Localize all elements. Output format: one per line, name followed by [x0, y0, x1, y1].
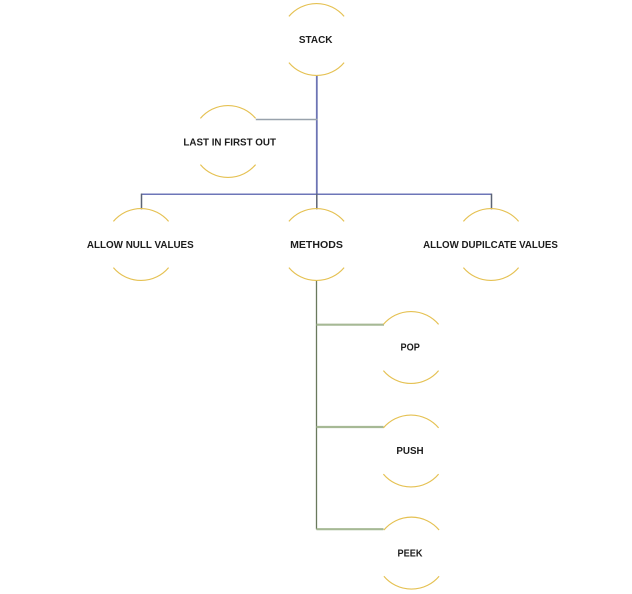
svg-text:LAST IN FIRST OUT: LAST IN FIRST OUT — [183, 138, 276, 149]
svg-text:METHODS: METHODS — [290, 240, 343, 251]
svg-text:STACK: STACK — [299, 35, 333, 46]
svg-text:PEEK: PEEK — [398, 548, 424, 559]
svg-text:ALLOW DUPILCATE VALUES: ALLOW DUPILCATE VALUES — [423, 240, 558, 251]
svg-text:PUSH: PUSH — [396, 446, 423, 457]
svg-text:ALLOW NULL VALUES: ALLOW NULL VALUES — [87, 240, 194, 251]
svg-text:POP: POP — [401, 343, 421, 354]
